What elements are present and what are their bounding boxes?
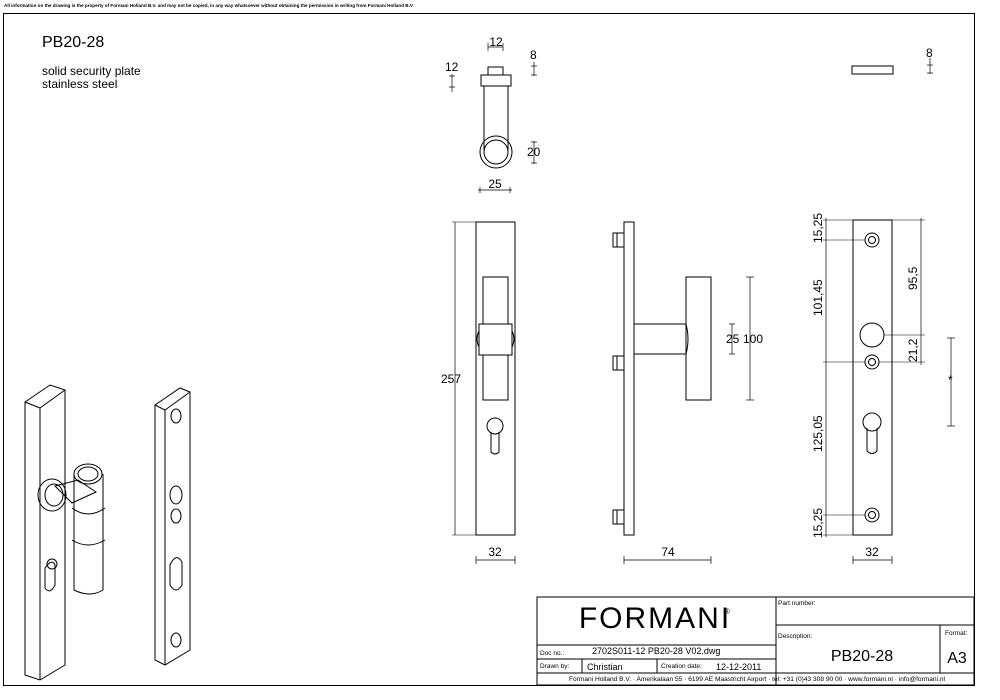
dim-back-right-upper: 95,5 — [906, 266, 920, 290]
drawn-label: Drawn by: — [540, 663, 569, 670]
doc-value: 2702S011-12 PB20-28 V02.dwg — [592, 646, 720, 656]
isometric-handle-view — [24, 384, 106, 681]
description-value: PB20-28 — [831, 648, 893, 665]
back-view: 15,25 101,45 125,05 15,25 95,5 21,2 * 32 — [811, 213, 955, 564]
dim-back-width: 32 — [865, 545, 879, 559]
plate-edge-view: 8 — [851, 46, 933, 75]
dim-front-width: 32 — [488, 545, 502, 559]
product-line-1: solid security plate — [42, 64, 141, 78]
product-code: PB20-28 — [42, 34, 105, 51]
created-value: 12-12-2011 — [716, 662, 761, 672]
company-footer: Formani Holland B.V. · Amerikalaan 55 · … — [569, 676, 946, 683]
dim-back-top-edge: 15,25 — [811, 213, 825, 243]
dim-back-bottom-edge: 15,25 — [811, 508, 825, 538]
top-view: 12 8 12 20 25 — [445, 35, 541, 193]
dim-top-cap: 8 — [530, 48, 537, 62]
dim-back-right-gap: 21,2 — [906, 338, 920, 362]
side-view: 25 100 74 — [612, 221, 763, 564]
dim-top-height: 12 — [445, 60, 459, 74]
brand-logo: FORMANI — [579, 602, 731, 635]
format-value: A3 — [947, 650, 967, 667]
dim-side-grip: 25 — [726, 332, 740, 346]
title-block: FORMANI ® Part number: Description: PB20… — [536, 596, 975, 686]
brand-mark: ® — [724, 607, 730, 616]
dim-side-depth: 74 — [661, 545, 675, 559]
created-label: Creation date: — [661, 663, 702, 670]
dim-back-right-star: * — [948, 373, 953, 387]
dim-back-upper: 101,45 — [811, 279, 825, 316]
dim-top-round: 20 — [527, 145, 541, 159]
dim-top-bottom: 25 — [488, 177, 502, 191]
dim-back-lower: 125,05 — [811, 415, 825, 452]
drawn-value: Christian — [587, 662, 623, 672]
product-line-2: stainless steel — [42, 77, 118, 91]
front-view: 257 32 — [441, 221, 516, 564]
drawing-frame — [3, 13, 975, 686]
doc-label: Doc no.: — [540, 650, 564, 657]
dim-plate-cap: 8 — [926, 46, 933, 60]
part-number-label: Part number: — [778, 600, 816, 607]
dim-top-width: 12 — [489, 35, 503, 49]
copyright-notice: All information on the drawing is the pr… — [4, 3, 413, 8]
dim-front-height: 257 — [441, 372, 461, 386]
format-label: Format: — [945, 630, 968, 637]
isometric-plate-view — [154, 387, 191, 666]
dim-side-length: 100 — [743, 332, 763, 346]
description-label: Description: — [778, 633, 813, 640]
